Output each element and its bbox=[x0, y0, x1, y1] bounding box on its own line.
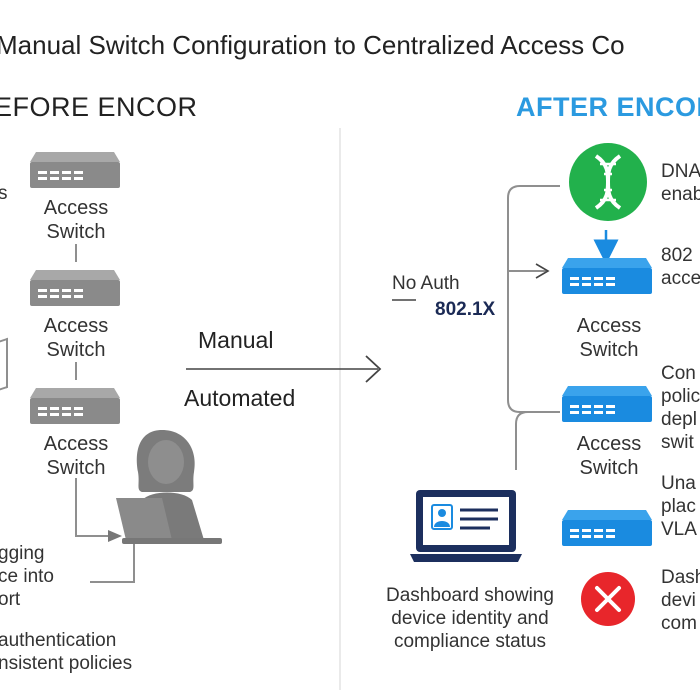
dashboard-laptop bbox=[410, 488, 526, 571]
left-edge-note: s bbox=[0, 183, 8, 204]
before-switch-2-label: Access Switch bbox=[43, 315, 109, 361]
cropped-device-icon bbox=[0, 337, 8, 393]
laptop-user bbox=[112, 428, 232, 553]
access-switch-icon bbox=[30, 388, 120, 424]
laptop-user-icon bbox=[116, 430, 222, 544]
dot1x-note: 802 acce bbox=[661, 245, 700, 289]
deny-indicator bbox=[580, 571, 636, 632]
access-switch-icon bbox=[562, 510, 652, 546]
before-switch-3-label: Access Switch bbox=[43, 433, 109, 479]
dna-note: DNA enab bbox=[661, 161, 700, 205]
automated-label: Automated bbox=[184, 385, 296, 411]
before-switch-1 bbox=[28, 150, 122, 195]
dot1x-label: 802.1X bbox=[435, 299, 496, 320]
before-header: EFORE ENCOR bbox=[0, 92, 198, 122]
deny-x-icon bbox=[581, 572, 635, 626]
vlan-note: Una plac VLA bbox=[661, 473, 697, 540]
page-title: Manual Switch Configuration to Centraliz… bbox=[0, 30, 625, 60]
policies-note: Con polic depl swit bbox=[661, 363, 700, 453]
after-switch-3 bbox=[560, 508, 654, 553]
after-switch-1 bbox=[560, 256, 654, 301]
manual-label: Manual bbox=[198, 327, 274, 353]
after-switch-2-label: Access Switch bbox=[576, 433, 642, 479]
before-switch-3 bbox=[28, 386, 122, 431]
after-switch-1-label: Access Switch bbox=[576, 315, 642, 361]
access-switch-icon bbox=[30, 270, 120, 306]
dna-helix-icon bbox=[569, 143, 647, 221]
dashboard-laptop-icon bbox=[410, 490, 522, 562]
access-switch-icon bbox=[562, 386, 652, 422]
no-auth-label: No Auth bbox=[392, 273, 460, 294]
access-switch-icon bbox=[562, 258, 652, 294]
before-switch-1-label: Access Switch bbox=[43, 197, 109, 243]
after-header: AFTER ENCOR bbox=[516, 92, 700, 122]
access-switch-icon bbox=[30, 152, 120, 188]
before-switch-2 bbox=[28, 268, 122, 313]
dashboard-caption: Dashboard showing device identity and co… bbox=[386, 585, 554, 652]
plug-note: gging ce into ort bbox=[0, 543, 54, 610]
after-switch-2 bbox=[560, 384, 654, 429]
dash-note: Dash devi com bbox=[661, 567, 700, 634]
problem-note: authentication nsistent policies bbox=[0, 630, 133, 674]
dna-center bbox=[568, 142, 648, 227]
